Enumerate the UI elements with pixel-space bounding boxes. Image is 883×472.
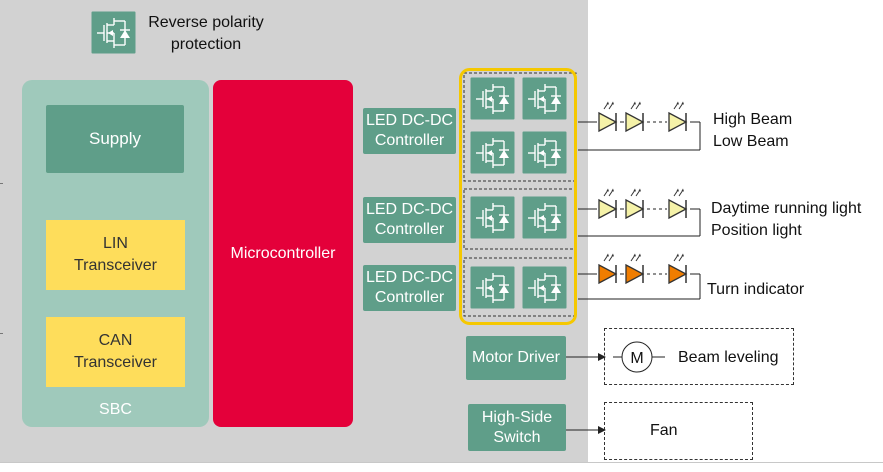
bottom-divider xyxy=(0,462,883,463)
light-rays-icon xyxy=(673,253,685,262)
led-controller-3-line1: LED DC-DC xyxy=(365,269,454,286)
switch-tiles xyxy=(470,77,567,309)
motor-arrow-head xyxy=(598,353,606,361)
led-controller-3: LED DC-DC Controller xyxy=(363,265,456,311)
can-line1: CAN xyxy=(98,332,133,349)
turn-indicator-label: Turn indicator xyxy=(707,281,805,298)
led-icon xyxy=(598,199,617,219)
light-rays-icon xyxy=(630,253,642,262)
led-icon xyxy=(625,199,644,219)
drl-position-leds xyxy=(598,188,687,219)
lin-line1: LIN xyxy=(103,235,128,252)
led-icon xyxy=(625,264,644,284)
high-side-line1: High-Side xyxy=(481,408,553,426)
light-rays-icon xyxy=(603,253,615,262)
beam-leveling-label: Beam leveling xyxy=(678,349,779,366)
light-rays-icon xyxy=(603,101,615,110)
led-icon xyxy=(598,112,617,132)
led-controller-2-line2: Controller xyxy=(374,221,445,238)
mosfet-icon xyxy=(522,131,567,174)
led-icon xyxy=(598,264,617,284)
mosfet-icon xyxy=(470,131,515,174)
led-controller-1-line2: Controller xyxy=(374,132,445,149)
led-controller-2-line1: LED DC-DC xyxy=(365,201,454,218)
light-rays-icon xyxy=(603,188,615,197)
high-side-line2: Switch xyxy=(493,428,541,446)
led-driver-highlight xyxy=(459,68,577,325)
light-rays-icon xyxy=(673,188,685,197)
led-controller-1: LED DC-DC Controller xyxy=(363,108,456,154)
mosfet-icon xyxy=(470,77,515,120)
fan-arrow-head xyxy=(598,426,606,434)
edge-tick xyxy=(0,333,3,334)
sbc-label: SBC xyxy=(99,401,132,418)
position-light-label: Position light xyxy=(711,222,802,239)
light-rays-icon xyxy=(630,188,642,197)
led-controller-1-line1: LED DC-DC xyxy=(365,112,454,129)
motor-driver-block: Motor Driver xyxy=(466,336,566,380)
can-line2: Transceiver xyxy=(74,354,157,371)
light-rays-icon xyxy=(630,101,642,110)
lin-line2: Transceiver xyxy=(74,257,157,274)
supply-block: Supply xyxy=(46,105,184,173)
fan-label: Fan xyxy=(650,422,678,439)
drl-label: Daytime running light xyxy=(711,200,862,217)
led-icon xyxy=(668,112,687,132)
mosfet-icon xyxy=(522,266,567,309)
mosfet-icon xyxy=(522,196,567,239)
turn-indicator-leds xyxy=(598,253,687,284)
high-low-beam-leds xyxy=(598,101,687,132)
edge-tick xyxy=(0,183,3,184)
can-transceiver-block: CAN Transceiver xyxy=(46,317,185,387)
led-icon xyxy=(668,199,687,219)
microcontroller-block: Microcontroller xyxy=(213,80,353,427)
led-icon xyxy=(625,112,644,132)
motor-symbol-label: M xyxy=(630,350,643,367)
low-beam-label: Low Beam xyxy=(713,133,789,150)
mosfet-icon xyxy=(522,77,567,120)
light-rays-icon xyxy=(673,101,685,110)
led-controller-3-line2: Controller xyxy=(374,289,445,306)
mosfet-icon xyxy=(470,266,515,309)
reverse-polarity-label: Reverse polarity protection xyxy=(136,12,276,56)
fan-box xyxy=(604,402,753,460)
reverse-polarity-line1: Reverse polarity xyxy=(148,14,264,31)
led-icon xyxy=(668,264,687,284)
reverse-polarity-line2: protection xyxy=(170,36,242,53)
lin-transceiver-block: LIN Transceiver xyxy=(46,220,185,290)
mosfet-icon xyxy=(470,196,515,239)
led-controller-2: LED DC-DC Controller xyxy=(363,197,456,243)
high-beam-label: High Beam xyxy=(713,111,793,128)
